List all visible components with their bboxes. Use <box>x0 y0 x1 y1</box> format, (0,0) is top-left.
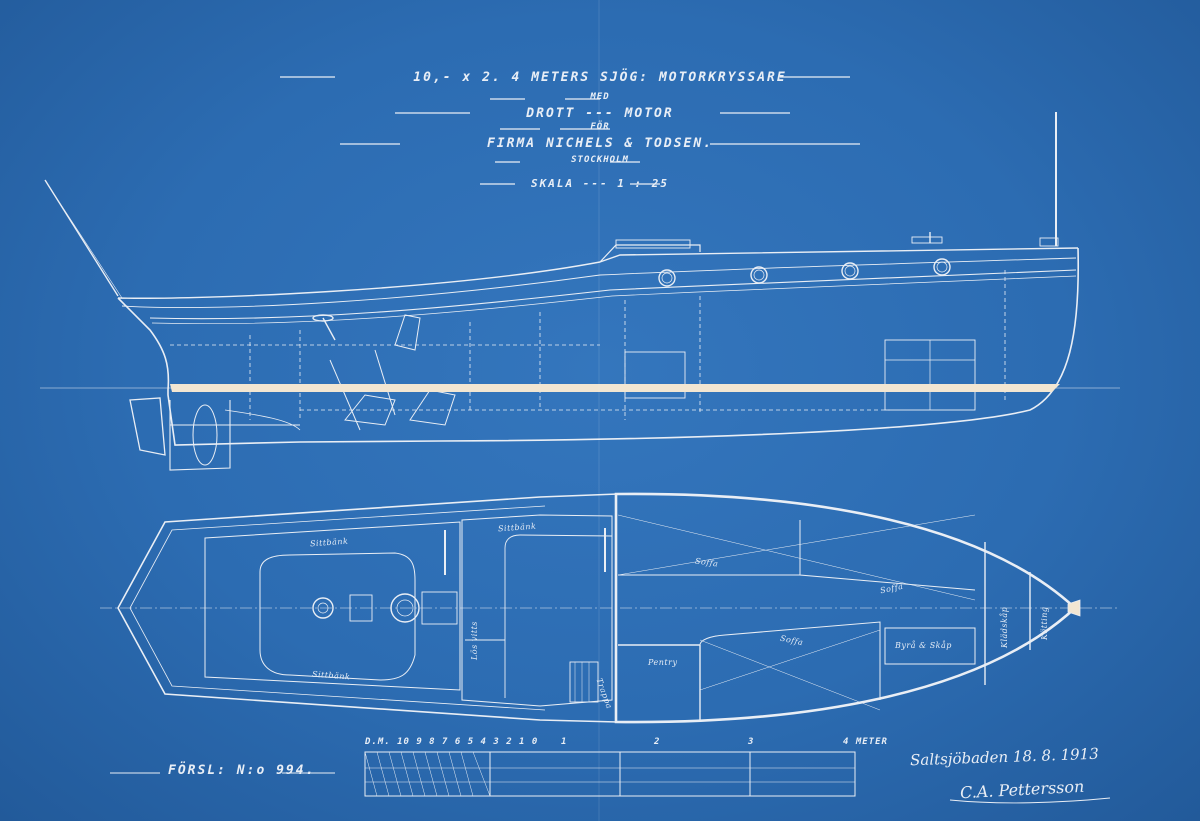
scale-tick-3: 3 <box>748 737 756 747</box>
scale-dm-label: D.M. 10 9 8 7 6 5 4 3 2 1 0 <box>365 737 539 747</box>
label-kladskap: Klädskåp <box>1000 606 1009 648</box>
label-byra-skap: Byrå & Skåp <box>895 641 952 650</box>
plan-view <box>100 492 1120 724</box>
profile-view <box>44 112 1080 471</box>
label-pentry: Pentry <box>648 658 678 667</box>
label-katting: Kätting <box>1040 606 1049 640</box>
waterline-band <box>170 384 1060 392</box>
proposal-number: FÖRSL: N:o 994. <box>168 763 316 778</box>
scale-tick-1: 1 <box>561 737 569 747</box>
scale-end-label: 4 METER <box>843 737 888 747</box>
scale-tick-2: 2 <box>654 737 662 747</box>
label-los-vitts: Lös vitts <box>470 621 479 660</box>
scale-bar <box>110 751 1111 804</box>
